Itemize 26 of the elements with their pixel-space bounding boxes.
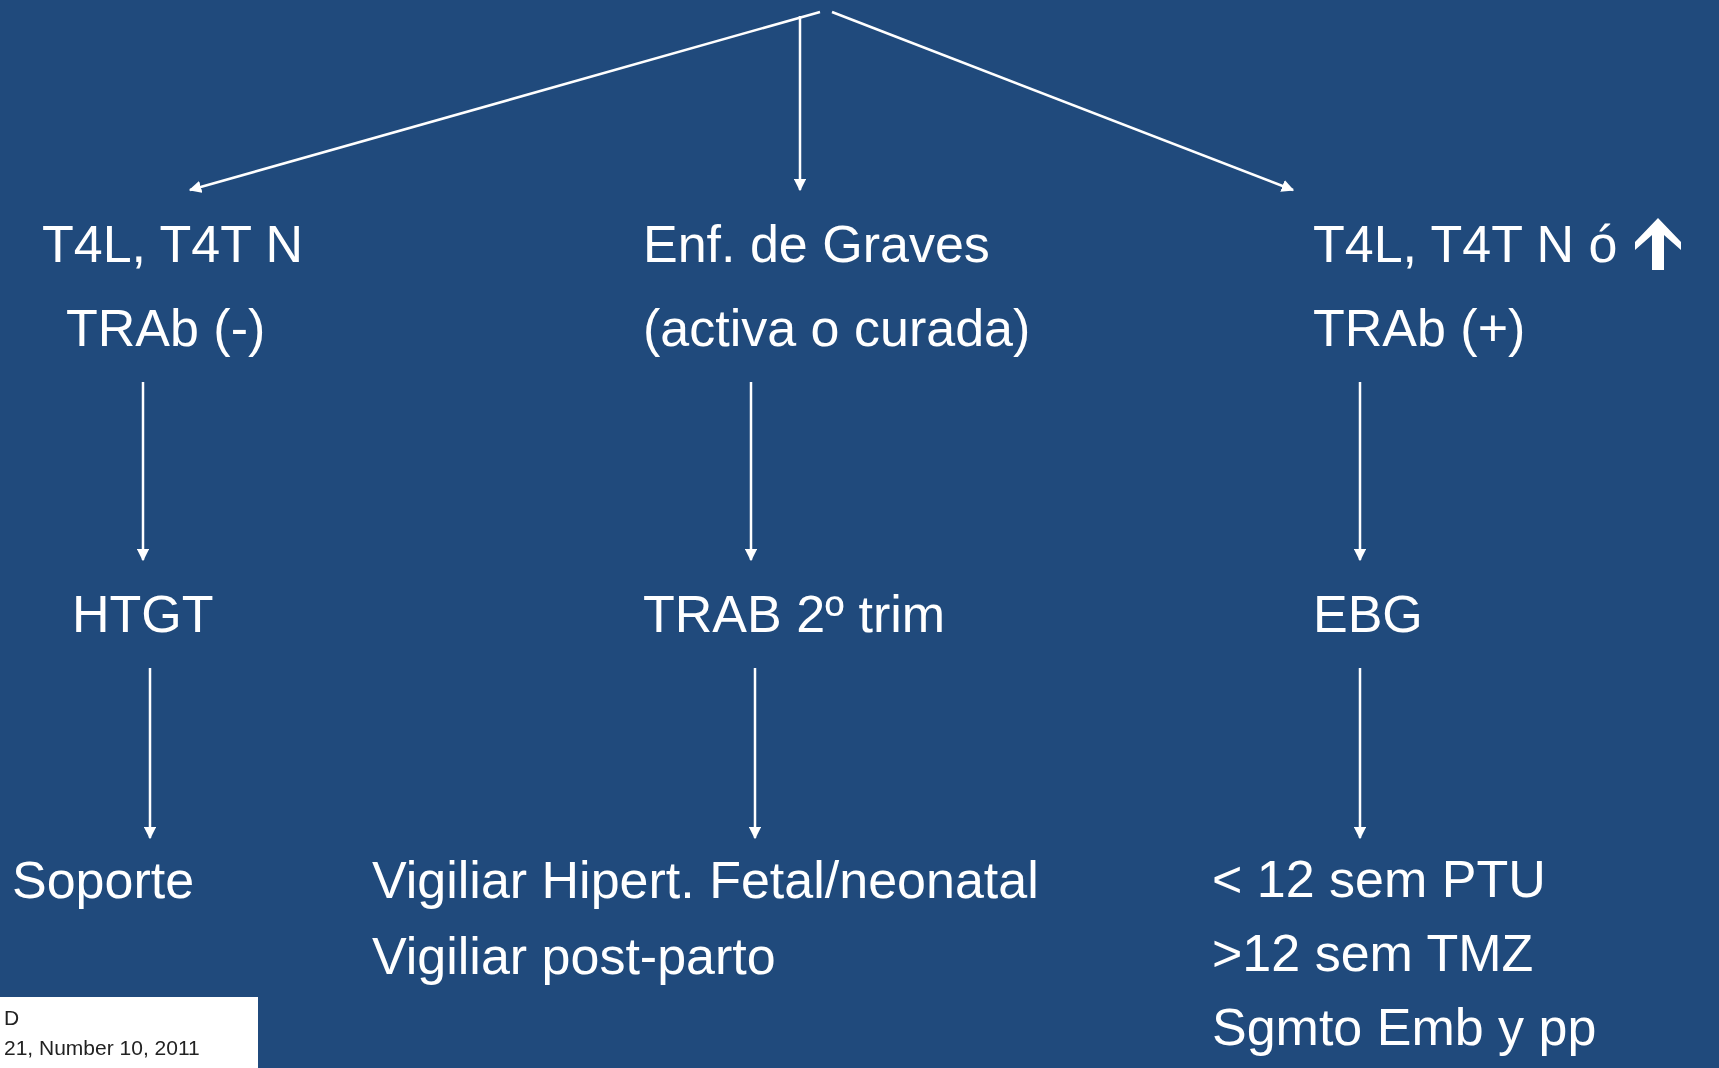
arrow <box>188 10 821 193</box>
node-text: TRAB 2º trim <box>643 584 946 645</box>
node-text: TRAb (-) <box>66 298 266 359</box>
node-text: T4L, T4T N ó <box>1313 214 1618 275</box>
arrow <box>793 16 807 192</box>
node-text: Enf. de Graves <box>643 214 990 275</box>
arrow <box>1353 382 1367 562</box>
node-text: (activa o curada) <box>643 298 1031 359</box>
node-text: Sgmto Emb y pp <box>1212 997 1597 1058</box>
node-text: Vigiliar post-parto <box>372 926 776 987</box>
node-text: T4L, T4T N <box>42 214 304 275</box>
arrow <box>748 668 762 840</box>
node-text: Vigiliar Hipert. Fetal/neonatal <box>372 850 1039 911</box>
citation-text: 21, Number 10, 2011 <box>3 1034 201 1061</box>
arrow <box>744 382 758 562</box>
node-text: >12 sem TMZ <box>1212 923 1534 984</box>
arrow <box>143 668 157 840</box>
citation-text: D <box>3 1004 21 1031</box>
node-text: Soporte <box>12 850 195 911</box>
arrow <box>831 10 1295 192</box>
arrow <box>136 382 150 562</box>
node-text: TRAb (+) <box>1313 298 1526 359</box>
arrow <box>1353 668 1367 840</box>
node-text: < 12 sem PTU <box>1212 849 1546 910</box>
node-text: HTGT <box>72 584 214 645</box>
node-text: EBG <box>1313 584 1423 645</box>
